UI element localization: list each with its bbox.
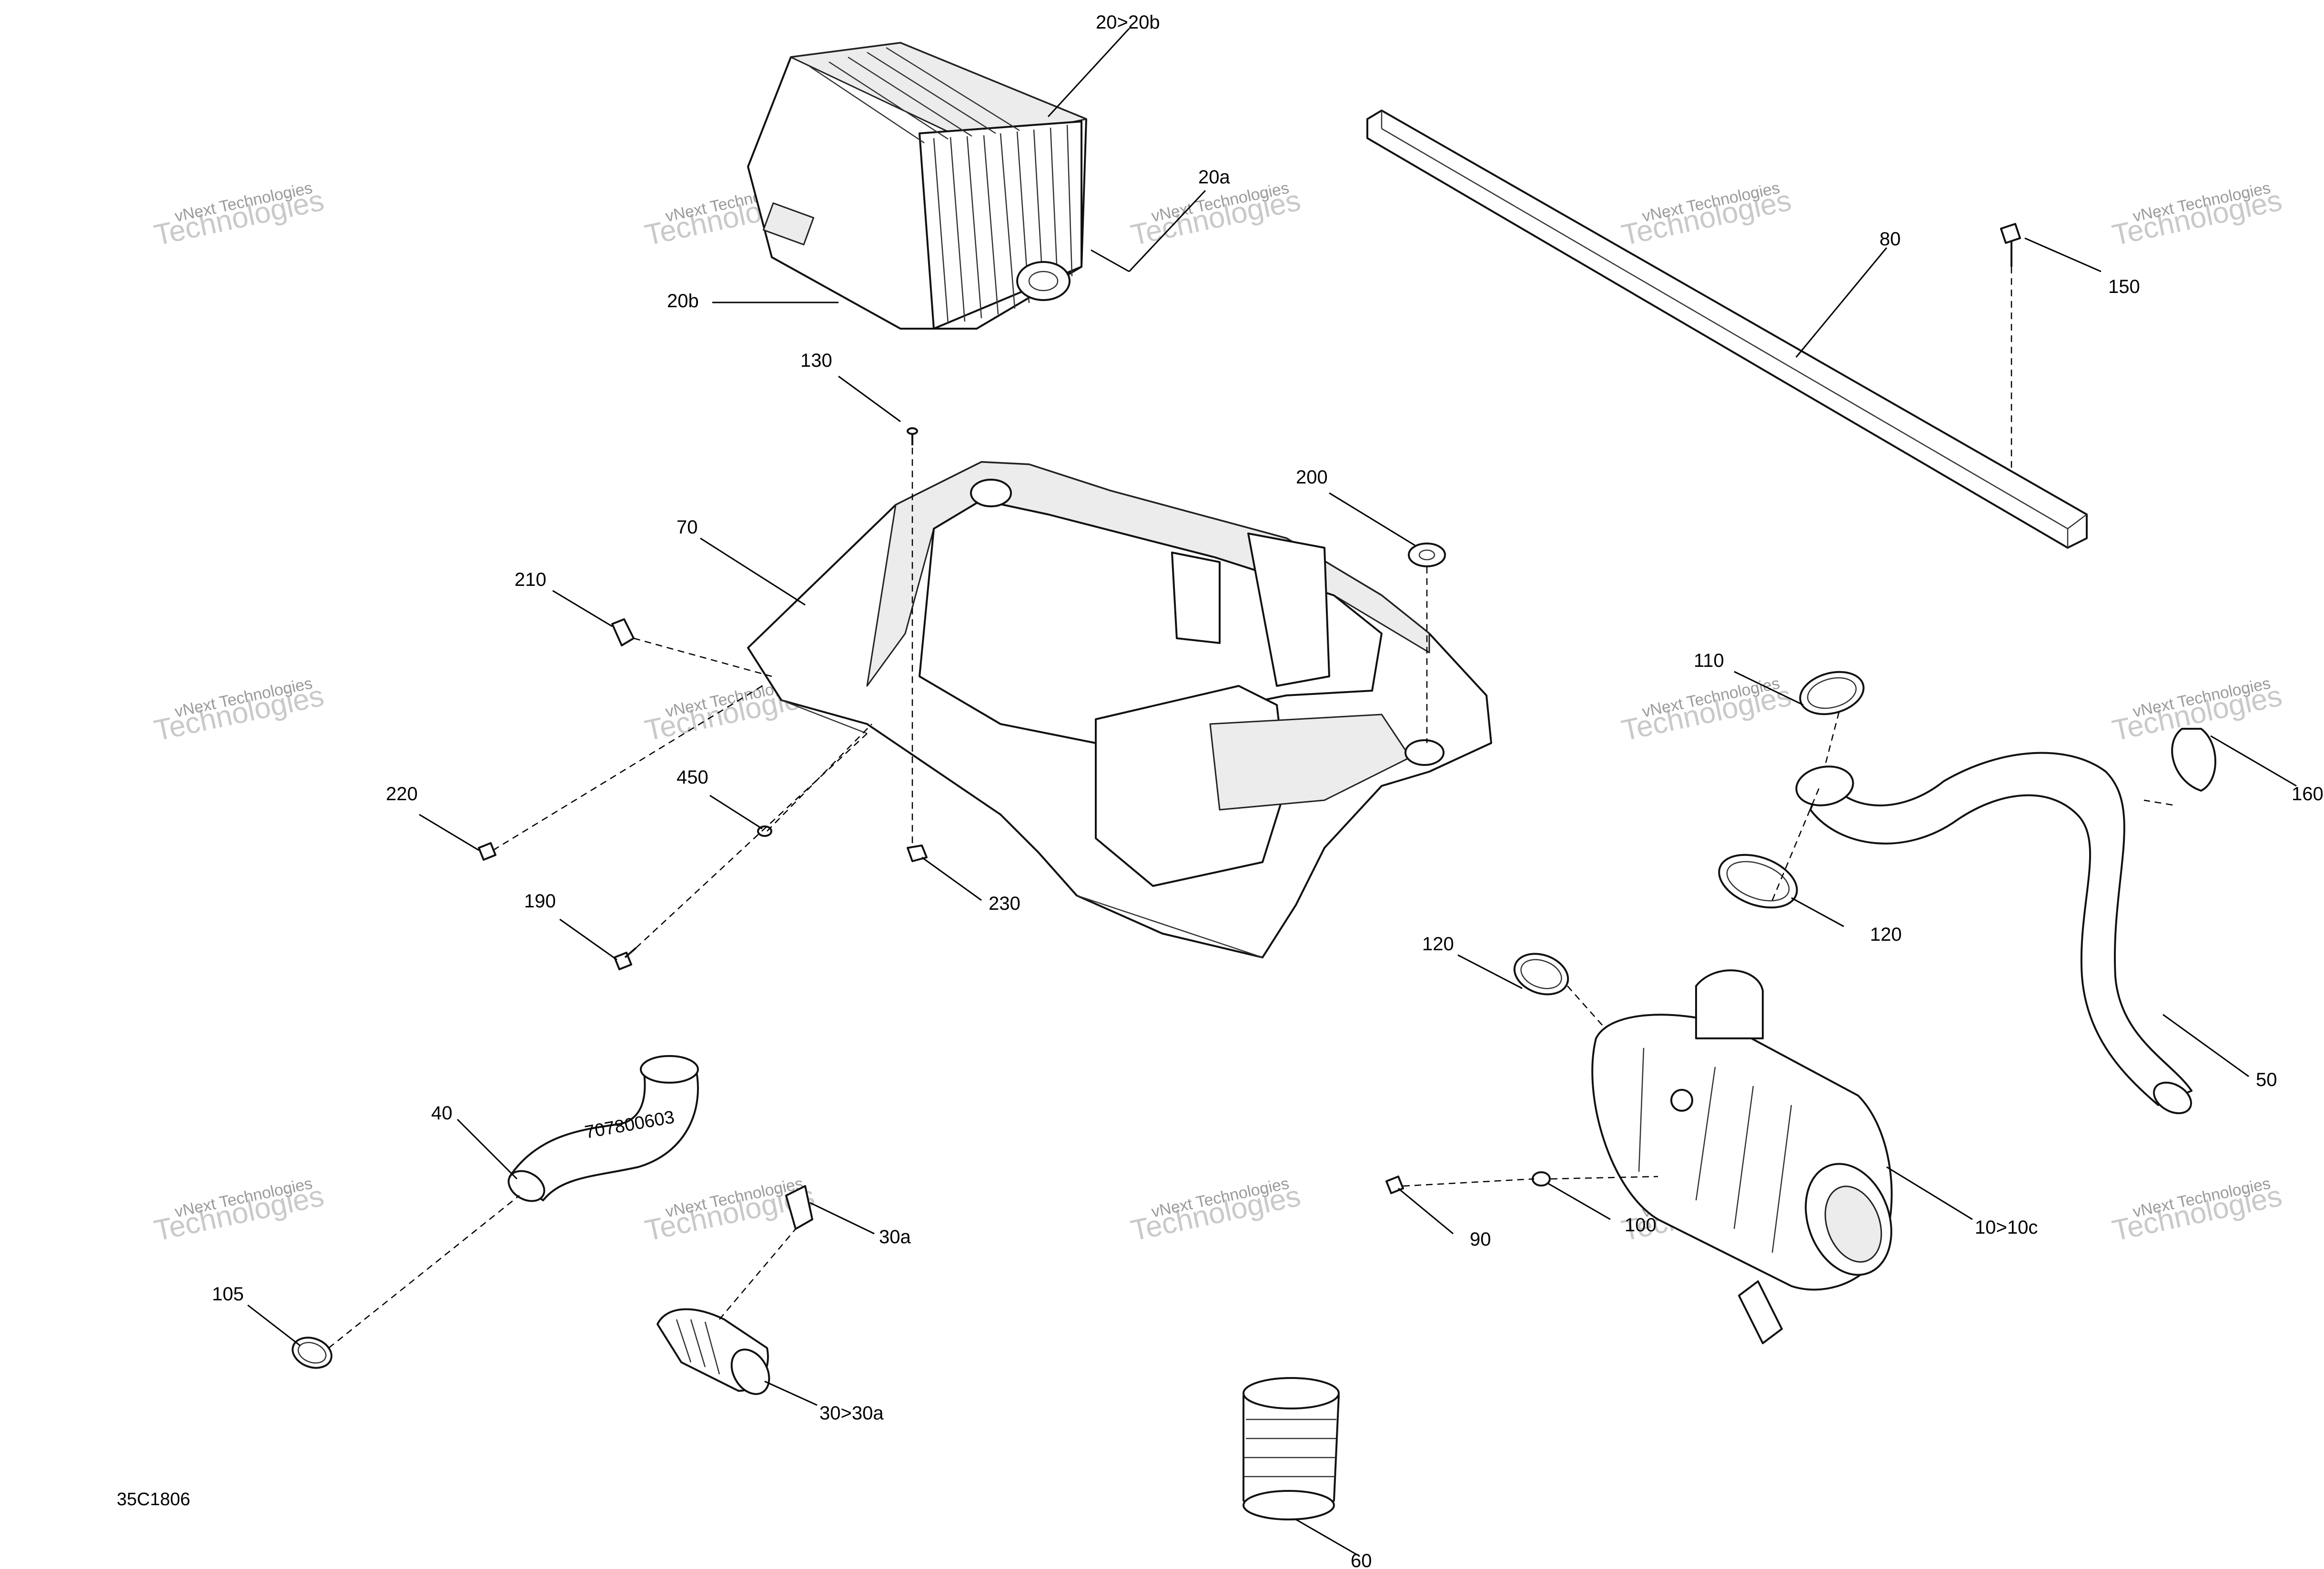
hose-50 bbox=[1795, 752, 2193, 1115]
callout-220: 220 bbox=[386, 784, 418, 805]
callout-210: 210 bbox=[515, 569, 546, 590]
grommet-200 bbox=[1408, 543, 1446, 567]
callout-10-10c: 10>10c bbox=[1975, 1217, 2038, 1238]
callout-105: 105 bbox=[212, 1284, 244, 1305]
callout-30a: 30a bbox=[879, 1227, 911, 1247]
watermark: Technologies vNext Technologies bbox=[152, 179, 327, 252]
watermark: Technologies vNext Technologies bbox=[2110, 179, 2285, 252]
leader-lines bbox=[247, 28, 2297, 1556]
pin-130 bbox=[907, 427, 918, 445]
clip-210 bbox=[611, 618, 635, 646]
screw-220 bbox=[478, 842, 496, 861]
callout-100: 100 bbox=[1625, 1215, 1657, 1236]
nut-230 bbox=[907, 845, 928, 862]
fitting-30a bbox=[785, 1185, 813, 1230]
strap-160 bbox=[2171, 728, 2216, 792]
callout-labels: 20>20b 20a 20b 80 150 130 70 200 210 110… bbox=[212, 12, 2324, 1569]
callout-450: 450 bbox=[677, 767, 708, 788]
support-bar bbox=[1366, 110, 2088, 549]
callout-20a: 20a bbox=[1198, 167, 1230, 188]
callout-80: 80 bbox=[1879, 229, 1901, 250]
callout-20-20b: 20>20b bbox=[1096, 12, 1160, 33]
watermark: Technologies vNext Technologies bbox=[1619, 179, 1794, 252]
watermark: Technologies vNext Technologies bbox=[152, 674, 327, 747]
drawing-code: 35C1806 bbox=[117, 1489, 190, 1509]
watermark: Technologies vNext Technologies bbox=[2110, 1174, 2285, 1247]
callout-40: 40 bbox=[431, 1103, 453, 1124]
airbox-tray bbox=[747, 461, 1492, 958]
bellows-60 bbox=[1243, 1377, 1340, 1520]
callout-90: 90 bbox=[1470, 1229, 1491, 1250]
callout-110: 110 bbox=[1694, 650, 1724, 671]
washer-100 bbox=[1532, 1171, 1551, 1187]
callout-30-30a: 30>30a bbox=[819, 1403, 884, 1424]
boot-30 bbox=[657, 1308, 770, 1395]
callout-20b: 20b bbox=[667, 291, 699, 312]
hose-40: 707800603 bbox=[507, 1055, 699, 1202]
clamp-105 bbox=[292, 1337, 333, 1369]
watermark: Technologies vNext Technologies bbox=[1619, 674, 1794, 747]
callout-160: 160 bbox=[2292, 784, 2324, 805]
bolt-150 bbox=[2000, 223, 2021, 267]
clamp-120-lower bbox=[1513, 953, 1569, 996]
callout-120-upper: 120 bbox=[1870, 924, 1902, 945]
bolt-190 bbox=[614, 947, 637, 970]
callout-230: 230 bbox=[989, 893, 1021, 914]
callout-190: 190 bbox=[524, 891, 556, 912]
core-tubes bbox=[809, 47, 1020, 144]
callout-150: 150 bbox=[2108, 276, 2140, 297]
intercooler-assembly bbox=[747, 42, 1087, 330]
callout-120-lower: 120 bbox=[1422, 934, 1454, 955]
watermark: Technologies vNext Technologies bbox=[1128, 1174, 1303, 1247]
callout-70: 70 bbox=[677, 517, 698, 538]
callout-130: 130 bbox=[800, 350, 832, 371]
clamp-110 bbox=[1799, 671, 1865, 715]
air-filter-housing bbox=[1591, 969, 1893, 1344]
callout-200: 200 bbox=[1296, 467, 1328, 488]
assembly-lines bbox=[328, 267, 2173, 1348]
watermark: Technologies vNext Technologies bbox=[152, 1174, 327, 1247]
watermark: Technologies vNext Technologies bbox=[1128, 179, 1303, 252]
clamp-120-upper bbox=[1718, 854, 1798, 909]
callout-60: 60 bbox=[1351, 1550, 1372, 1569]
callout-50: 50 bbox=[2256, 1069, 2277, 1090]
